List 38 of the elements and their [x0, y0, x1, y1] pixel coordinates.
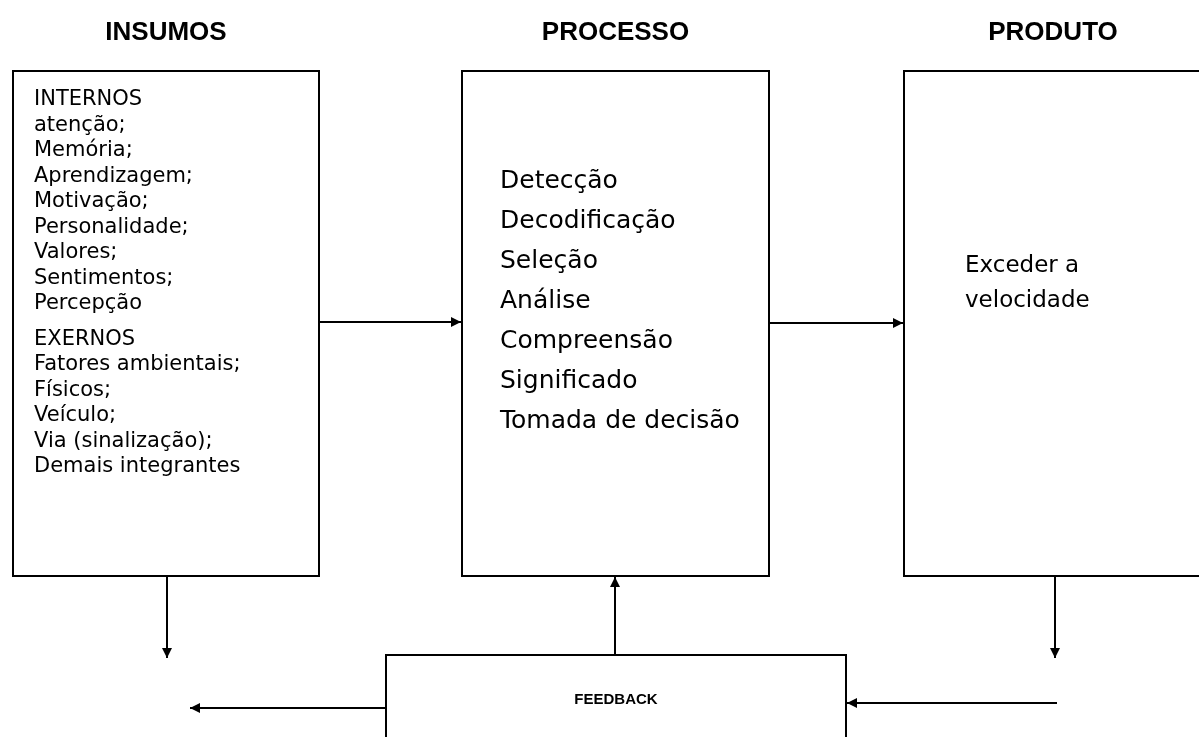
box-text: Via (sinalização); [34, 427, 213, 453]
arrow [610, 576, 620, 655]
column-heading: INSUMOS [104, 15, 228, 48]
box-text: Demais integrantes [34, 453, 241, 479]
process-box [12, 70, 320, 577]
box-text: Tomada de decisão [500, 404, 740, 436]
box-text: Seleção [500, 244, 598, 276]
process-box [385, 654, 847, 737]
arrow [769, 318, 904, 328]
process-box [903, 70, 1199, 577]
arrow [319, 317, 462, 327]
box-text: Exceder a velocidade [965, 250, 1091, 314]
box-text: Motivação; [34, 188, 149, 214]
box-text: Memória; [34, 137, 133, 163]
box-text: Aprendizagem; [34, 162, 193, 188]
box-text: Compreensão [500, 324, 673, 356]
box-text: Significado [500, 364, 638, 396]
box-text: Valores; [34, 239, 118, 265]
box-text: Sentimentos; [34, 264, 174, 290]
column-heading: PRODUTO [987, 15, 1119, 48]
box-text: Físicos; [34, 376, 112, 402]
process-box [461, 70, 770, 577]
box-text: INTERNOS [34, 86, 143, 112]
column-heading: PROCESSO [540, 15, 691, 48]
box-text: FEEDBACK [574, 689, 658, 709]
box-text: Personalidade; [34, 213, 189, 239]
arrow [189, 703, 386, 713]
box-text: Veículo; [34, 402, 117, 428]
box-text: EXERNOS [34, 325, 136, 351]
box-text: Decodificação [500, 204, 676, 236]
box-text: Percepção [34, 290, 143, 316]
arrow [162, 576, 172, 659]
arrow [1050, 576, 1060, 659]
box-text: Análise [500, 284, 591, 316]
box-text: atenção; [34, 111, 126, 137]
box-text: Detecção [500, 164, 618, 196]
arrow [846, 698, 1058, 708]
box-text: Fatores ambientais; [34, 351, 241, 377]
